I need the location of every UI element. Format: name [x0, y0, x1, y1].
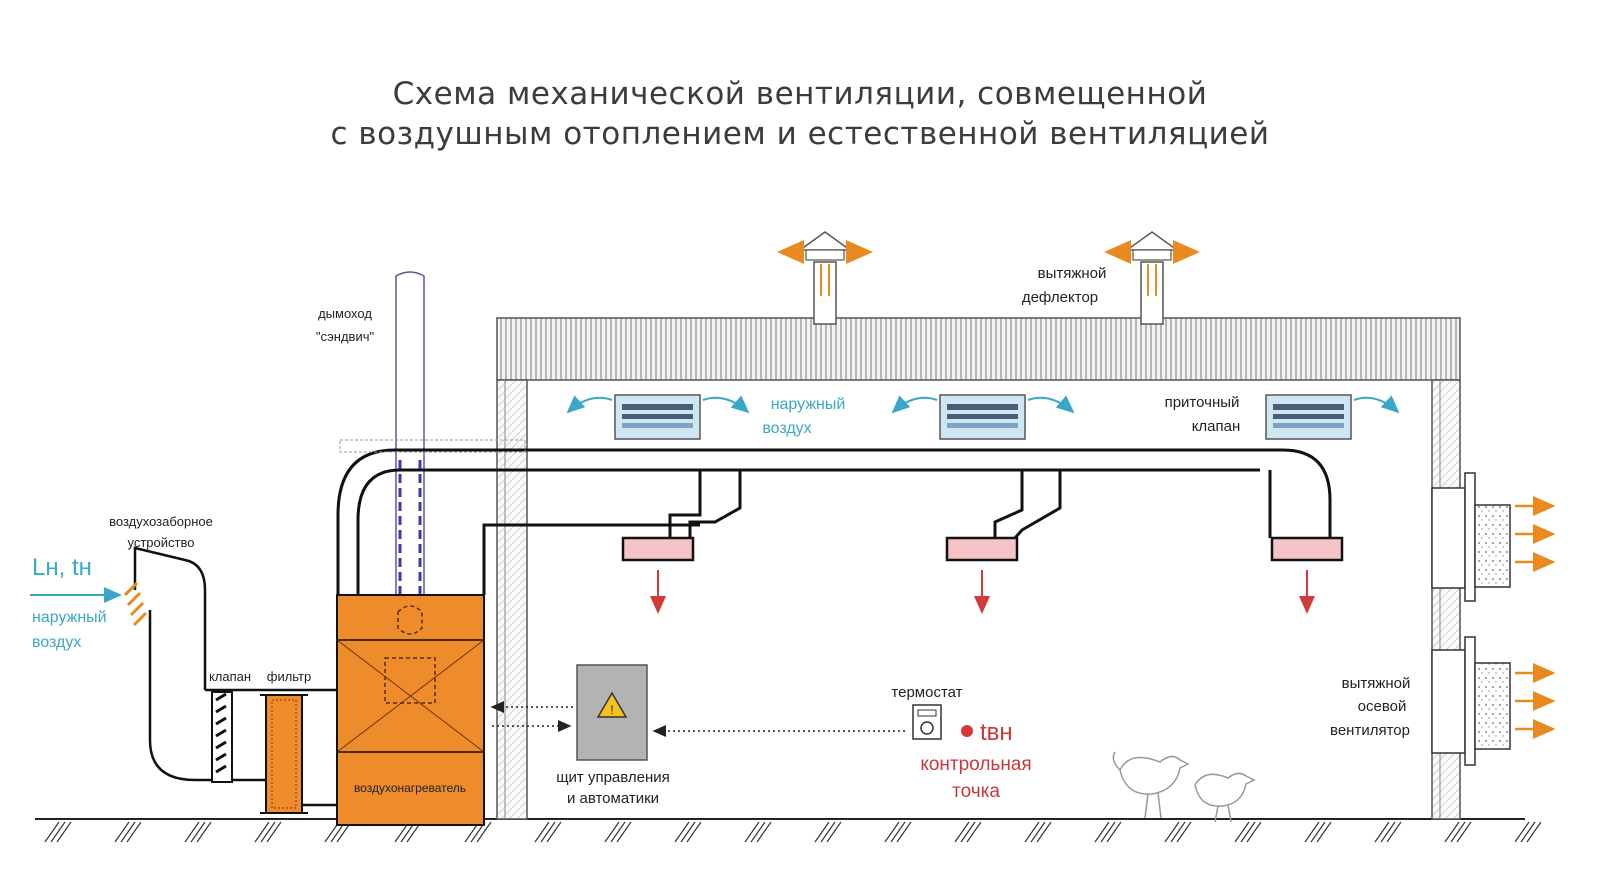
label-axial-fan-line-3: вентилятор — [1330, 722, 1410, 739]
label-supply-valve: приточный клапан — [1165, 394, 1241, 435]
thermostat — [912, 704, 942, 740]
label-outdoor-air-left-line-1: наружный — [32, 609, 107, 626]
label-chimney-line-2: "сэндвич" — [316, 329, 375, 344]
damper — [211, 691, 233, 783]
supply-valve-3 — [1265, 394, 1400, 440]
label-axial-fan-line-1: вытяжной — [1342, 675, 1411, 692]
label-inner-temp: tвн — [980, 719, 1013, 746]
label-control-panel: щит управления и автоматики — [556, 769, 670, 807]
label-control-point-line-2: точка — [952, 781, 1000, 802]
label-air-heater: воздухонагреватель — [354, 781, 466, 795]
label-control-panel-line-1: щит управления — [556, 769, 670, 786]
label-outdoor-air-top-line-2: воздух — [762, 420, 811, 437]
chimney-pipe — [395, 271, 425, 610]
ground — [35, 818, 1542, 843]
label-control-point-line-1: контрольная — [920, 754, 1031, 775]
diffuser-2 — [945, 536, 1019, 614]
control-point-dot — [961, 725, 973, 737]
svg-text:!: ! — [610, 703, 613, 717]
left-wall — [496, 379, 528, 820]
label-outdoor-params: Lн, tн — [32, 554, 92, 581]
intake-louver — [123, 581, 148, 627]
label-air-intake: воздухозаборное устройство — [109, 514, 213, 550]
supply-valve-2 — [891, 394, 1075, 440]
label-supply-valve-line-1: приточный — [1165, 394, 1240, 411]
label-thermostat: термостат — [891, 684, 962, 701]
label-axial-fan: вытяжной осевой вентилятор — [1330, 675, 1410, 739]
label-outdoor-air-left-line-2: воздух — [32, 634, 81, 651]
supply-valve-1 — [566, 394, 750, 440]
label-exhaust-deflector-line-2: дефлектор — [1022, 289, 1098, 306]
label-exhaust-deflector: вытяжной дефлектор — [1022, 265, 1107, 306]
exhaust-deflector-1 — [777, 231, 873, 325]
label-outdoor-air-left: наружный воздух — [32, 609, 107, 651]
air-heater — [336, 594, 485, 826]
chicken-icon — [1112, 751, 1190, 819]
diagram-title-line-2: с воздушным отоплением и естественной ве… — [330, 116, 1270, 152]
label-air-intake-line-1: воздухозаборное — [109, 514, 213, 529]
diagram-title-line-1: Схема механической вентиляции, совмещенн… — [392, 76, 1208, 112]
label-outdoor-air-top-line-1: наружный — [771, 396, 846, 413]
label-supply-valve-line-2: клапан — [1192, 418, 1241, 435]
exhaust-deflector-2 — [1104, 231, 1200, 325]
axial-fan-upper — [1431, 472, 1556, 602]
label-chimney-line-1: дымоход — [318, 306, 372, 321]
control-signal-lines — [490, 701, 905, 737]
label-outdoor-air-top: наружный воздух — [762, 396, 845, 437]
label-control-panel-line-2: и автоматики — [567, 790, 659, 807]
main-air-duct — [336, 448, 1332, 595]
label-axial-fan-line-2: осевой — [1358, 698, 1407, 715]
roof — [496, 317, 1461, 381]
label-exhaust-deflector-line-1: вытяжной — [1038, 265, 1107, 282]
chicken-icon — [1194, 772, 1256, 823]
label-chimney: дымоход "сэндвич" — [316, 306, 375, 344]
label-air-intake-line-2: устройство — [128, 535, 195, 550]
diffuser-1 — [621, 536, 695, 614]
label-control-point: контрольная точка — [920, 754, 1031, 802]
filter — [260, 694, 308, 814]
label-filter: фильтр — [267, 669, 311, 684]
control-panel: ! — [576, 664, 648, 761]
axial-fan-lower — [1431, 636, 1556, 766]
label-damper: клапан — [209, 669, 251, 684]
diffuser-3 — [1270, 536, 1344, 614]
